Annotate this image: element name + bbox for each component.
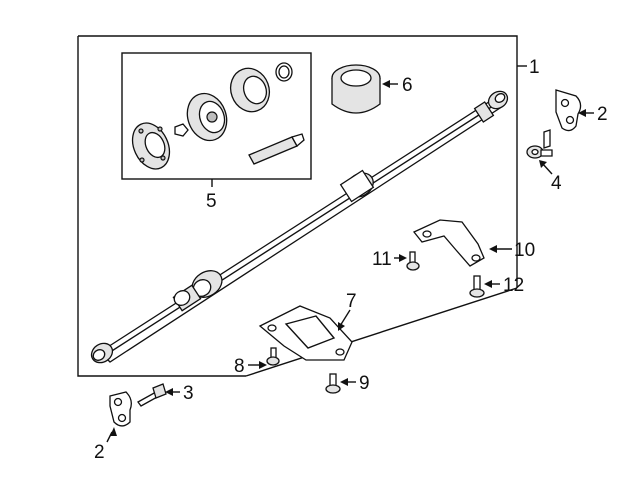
callout-2-bottom: 2	[94, 442, 105, 463]
pin-11	[406, 251, 420, 271]
washer-plate-top	[555, 89, 582, 132]
joint-kit-parts	[131, 62, 305, 170]
callout-10: 10	[514, 240, 535, 261]
bolt-3	[137, 383, 167, 407]
assembly-frame	[77, 35, 518, 377]
callout-8: 8	[234, 356, 245, 377]
repair-kit-box	[121, 52, 312, 180]
heat-shield-plate	[258, 305, 353, 361]
callout-3: 3	[183, 383, 194, 404]
pin-9	[325, 373, 341, 394]
callout-12: 12	[503, 275, 524, 296]
drive-shaft	[90, 90, 509, 364]
callout-9: 9	[359, 373, 370, 394]
rubber-mount	[331, 64, 381, 114]
callout-11: 11	[372, 249, 392, 270]
pin-8	[266, 347, 280, 366]
callout-6: 6	[402, 75, 413, 96]
support-bracket	[412, 219, 485, 267]
bolt-4	[526, 129, 553, 159]
callout-2-top: 2	[597, 104, 608, 125]
callout-5: 5	[206, 191, 217, 212]
callout-4: 4	[551, 173, 562, 194]
pin-12	[469, 275, 485, 298]
callout-7: 7	[346, 291, 357, 312]
callout-1: 1	[529, 57, 540, 78]
